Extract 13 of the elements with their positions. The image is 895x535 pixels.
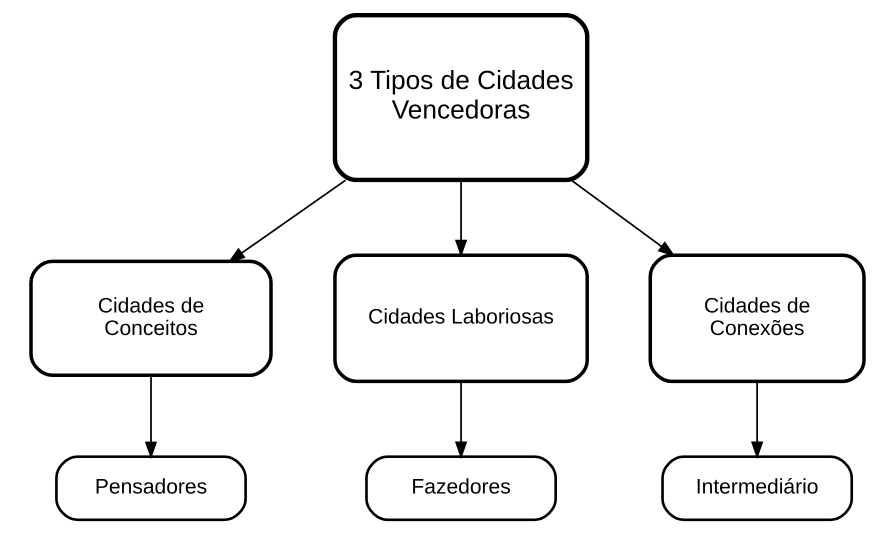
node-box: Cidades de Conexões <box>648 253 866 384</box>
arrow <box>454 180 468 258</box>
arrow <box>751 382 764 460</box>
node-box: Cidades de Conceitos <box>29 260 273 377</box>
arrow <box>144 375 158 460</box>
node-box: Fazedores <box>365 455 557 522</box>
arrow <box>570 180 676 257</box>
node-box: 3 Tipos de Cidades Vencedoras <box>332 13 590 182</box>
node-box: Cidades Laboriosas <box>333 253 589 384</box>
node-box: Pensadores <box>55 455 247 522</box>
arrow <box>454 382 468 460</box>
node-box: Intermediário <box>661 455 854 522</box>
arrow <box>228 179 346 263</box>
